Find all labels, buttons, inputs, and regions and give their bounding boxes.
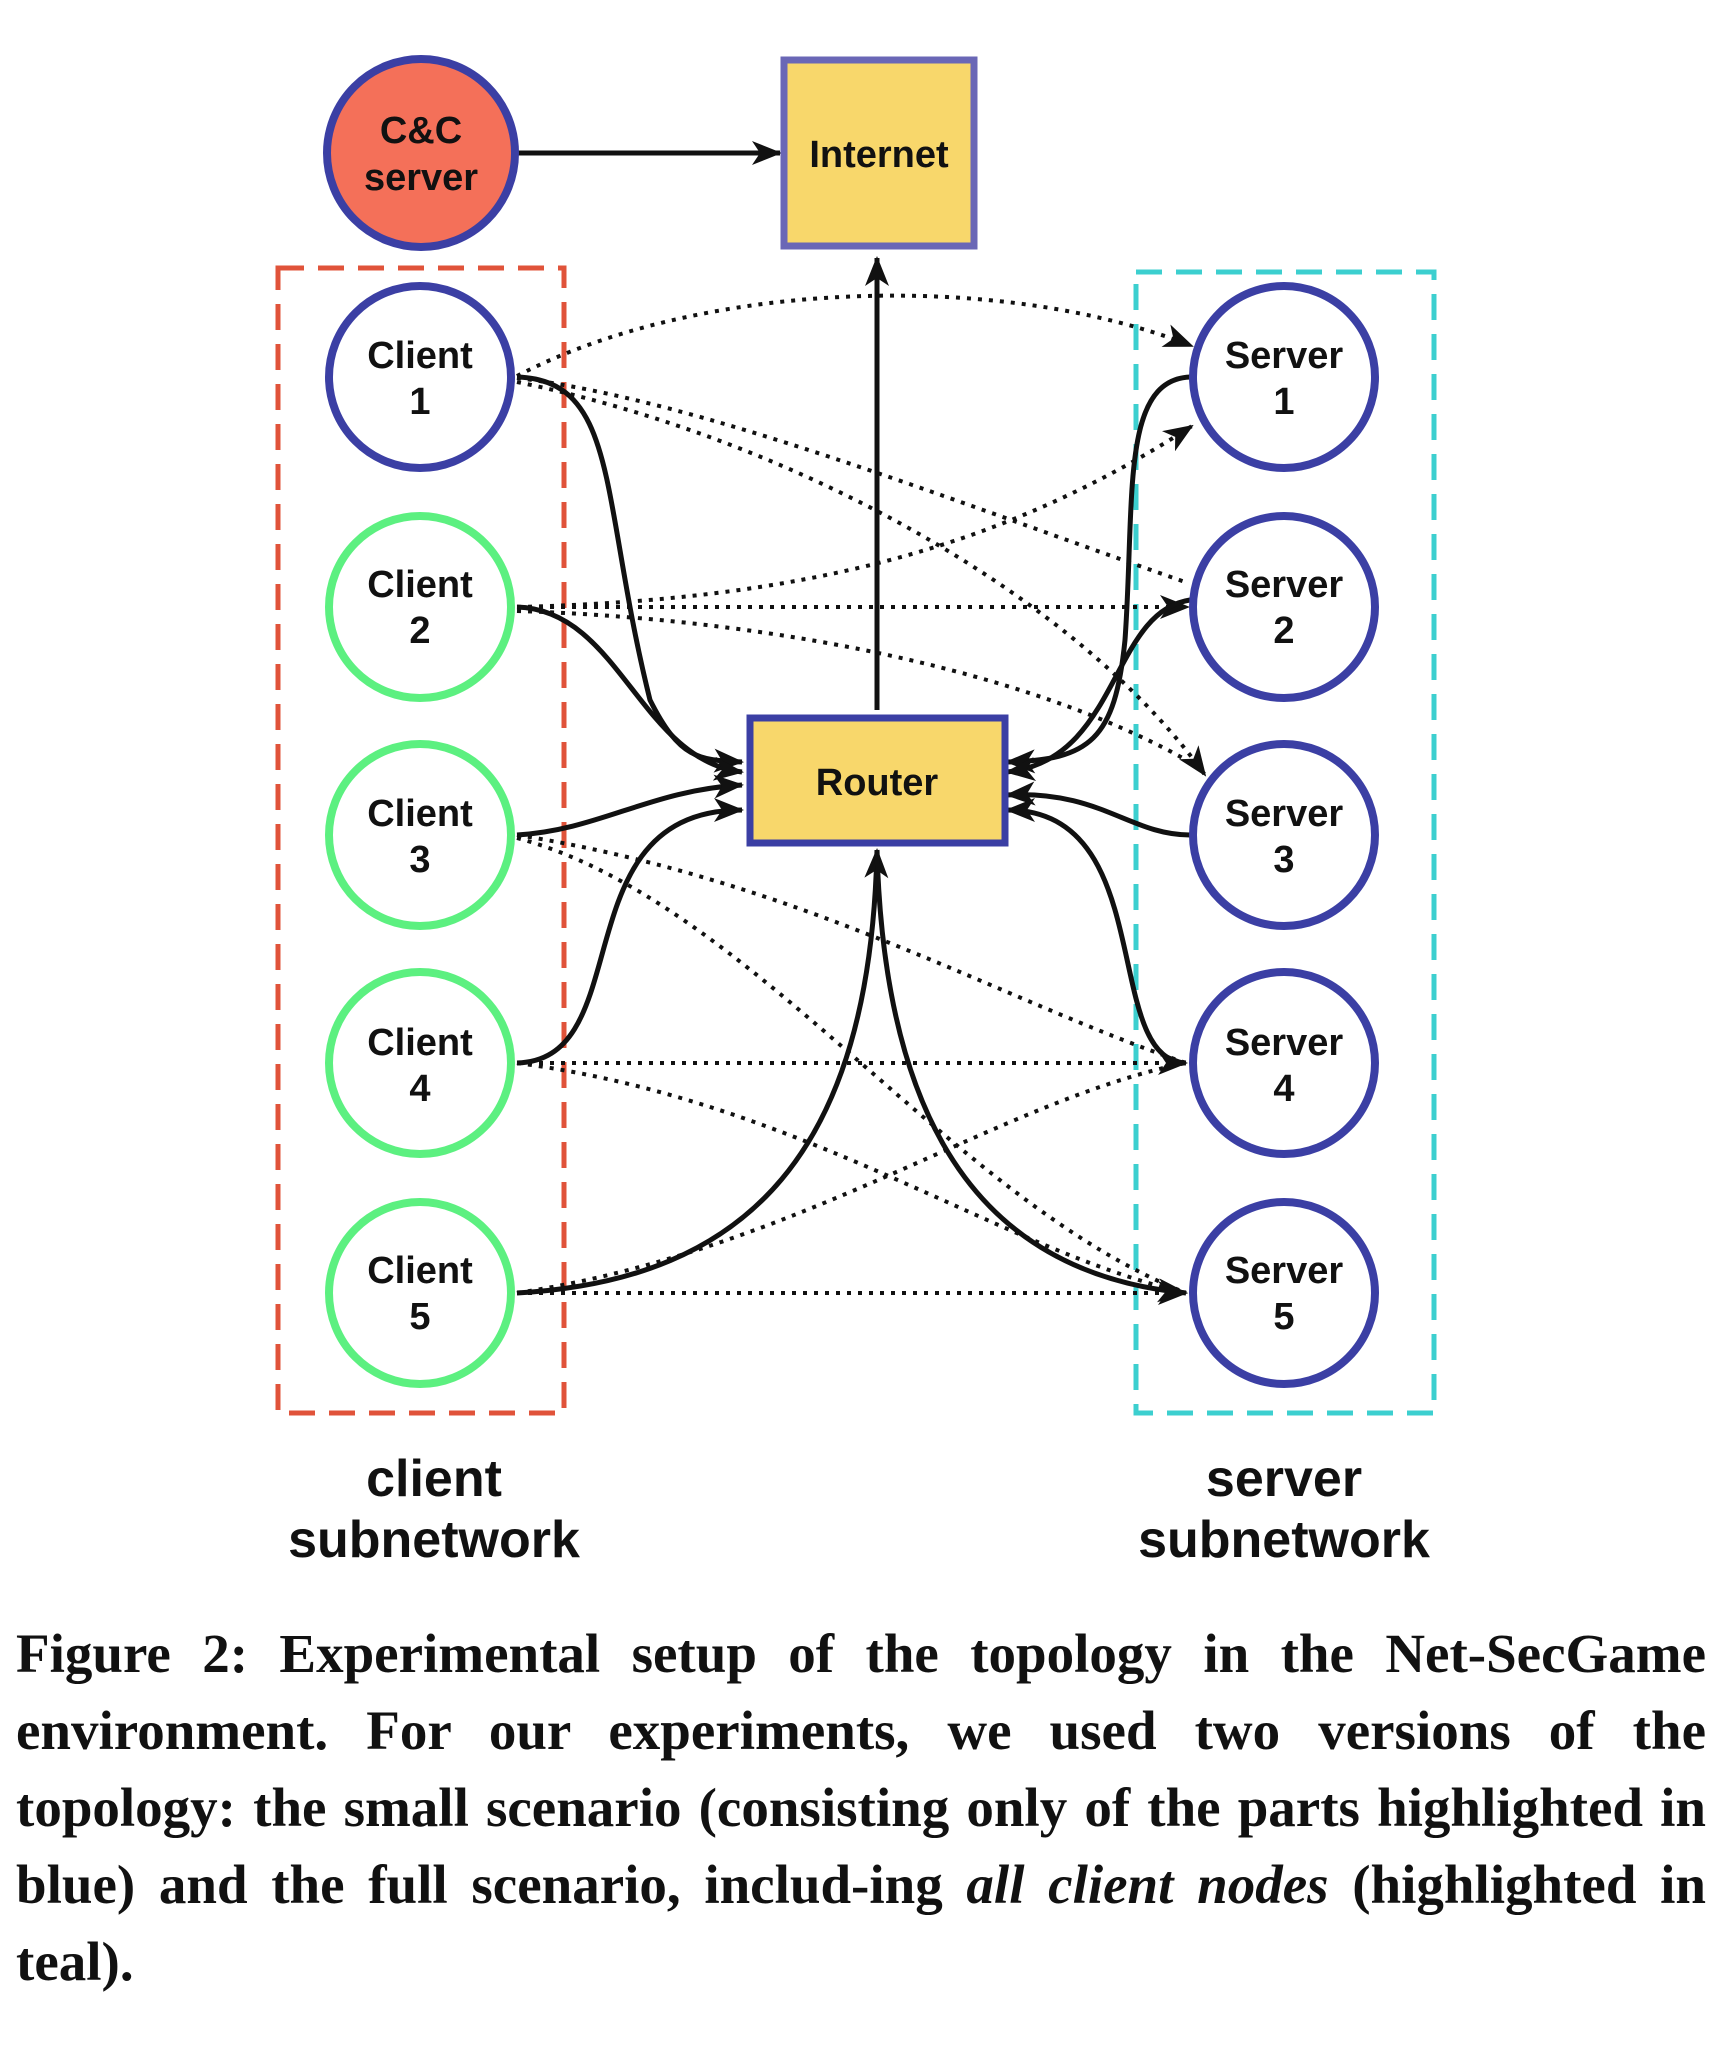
client-node-4: Client 4: [325, 968, 515, 1158]
server-4-label-line1: Server: [1225, 1022, 1344, 1064]
internet-node: Internet: [780, 56, 978, 250]
link-server2-router: [1005, 597, 1191, 781]
link-client4-server5: [516, 1061, 1187, 1295]
server-nodes: Server 1 Server 2 Server 3 Server 4 Serv…: [1189, 282, 1379, 1388]
server-3-label-line1: Server: [1225, 793, 1344, 835]
client-node-1: Client 1: [325, 282, 515, 472]
cc-server-label-line2: server: [364, 157, 478, 199]
caption-emphasis: all client nodes: [966, 1854, 1329, 1915]
server-node-5: Server 5: [1189, 1198, 1379, 1388]
server-subnetwork-label-line1: server: [1206, 1450, 1362, 1508]
client-2-label-line1: Client: [367, 564, 473, 606]
client-5-label-line1: Client: [367, 1250, 473, 1292]
link-router-server5: [874, 849, 1188, 1303]
link-client1-server3: [516, 380, 1207, 777]
client-node-2: Client 2: [325, 512, 515, 702]
server-4-label-line2: 4: [1273, 1068, 1294, 1110]
client-subnetwork-box: [275, 265, 567, 1416]
link-server3-router: [1005, 781, 1191, 838]
link-server4-router: [1005, 798, 1187, 1066]
server-3-label-line2: 3: [1273, 839, 1294, 881]
client-subnetwork-label-line1: client: [366, 1450, 502, 1508]
server-1-label-line1: Server: [1225, 335, 1344, 377]
client-3-label-line1: Client: [367, 793, 473, 835]
link-client5-router: [516, 848, 889, 1296]
client-node-5: Client 5: [325, 1198, 515, 1388]
client-node-3: Client 3: [325, 740, 515, 930]
client-1-label-line1: Client: [367, 335, 473, 377]
server-node-1: Server 1: [1189, 282, 1379, 472]
network-topology-diagram: C&C server Internet Router Client 1 Clie…: [275, 55, 1437, 1569]
server-node-2: Server 2: [1189, 512, 1379, 702]
client-5-label-line2: 5: [409, 1296, 430, 1338]
client-2-label-line2: 2: [409, 610, 430, 652]
client-nodes: Client 1 Client 2 Client 3 Client 4 Clie…: [325, 282, 515, 1388]
server-2-label-line2: 2: [1273, 610, 1294, 652]
server-1-label-line2: 1: [1273, 381, 1294, 423]
server-node-3: Server 3: [1189, 740, 1379, 930]
client-subnetwork-label-line2: subnetwork: [288, 1511, 580, 1569]
link-client5-server4: [516, 1061, 1187, 1295]
cc-server-label-line1: C&C: [380, 110, 462, 152]
link-client2-server1: [516, 424, 1194, 609]
internet-label: Internet: [809, 134, 949, 176]
client-4-label-line1: Client: [367, 1022, 473, 1064]
router-node: Router: [746, 714, 1009, 847]
link-client1-server1: [516, 293, 1194, 378]
link-client1-server2: [516, 376, 1189, 585]
link-client3-server4: [516, 833, 1187, 1065]
server-2-label-line1: Server: [1225, 564, 1344, 606]
client-1-label-line2: 1: [409, 381, 430, 423]
router-label: Router: [816, 762, 939, 804]
server-5-label-line2: 5: [1273, 1296, 1294, 1338]
client-4-label-line2: 4: [409, 1068, 430, 1110]
server-subnetwork-label-line2: subnetwork: [1138, 1511, 1430, 1569]
server-node-4: Server 4: [1189, 968, 1379, 1158]
caption-text: Figure 2: Experimental setup of the topo…: [16, 1623, 1706, 1915]
link-server1-router: [1005, 374, 1191, 774]
figure-caption: Figure 2: Experimental setup of the topo…: [16, 1615, 1706, 2000]
caption-suffix: (highlighted in teal).: [16, 1854, 1706, 1992]
cc-server-node: C&C server: [323, 55, 519, 251]
link-client4-router: [516, 798, 744, 1066]
link-client3-router: [516, 774, 744, 838]
link-client2-router: [516, 604, 744, 781]
server-5-label-line1: Server: [1225, 1250, 1344, 1292]
router-links: [516, 141, 1191, 1303]
client-3-label-line2: 3: [409, 839, 430, 881]
